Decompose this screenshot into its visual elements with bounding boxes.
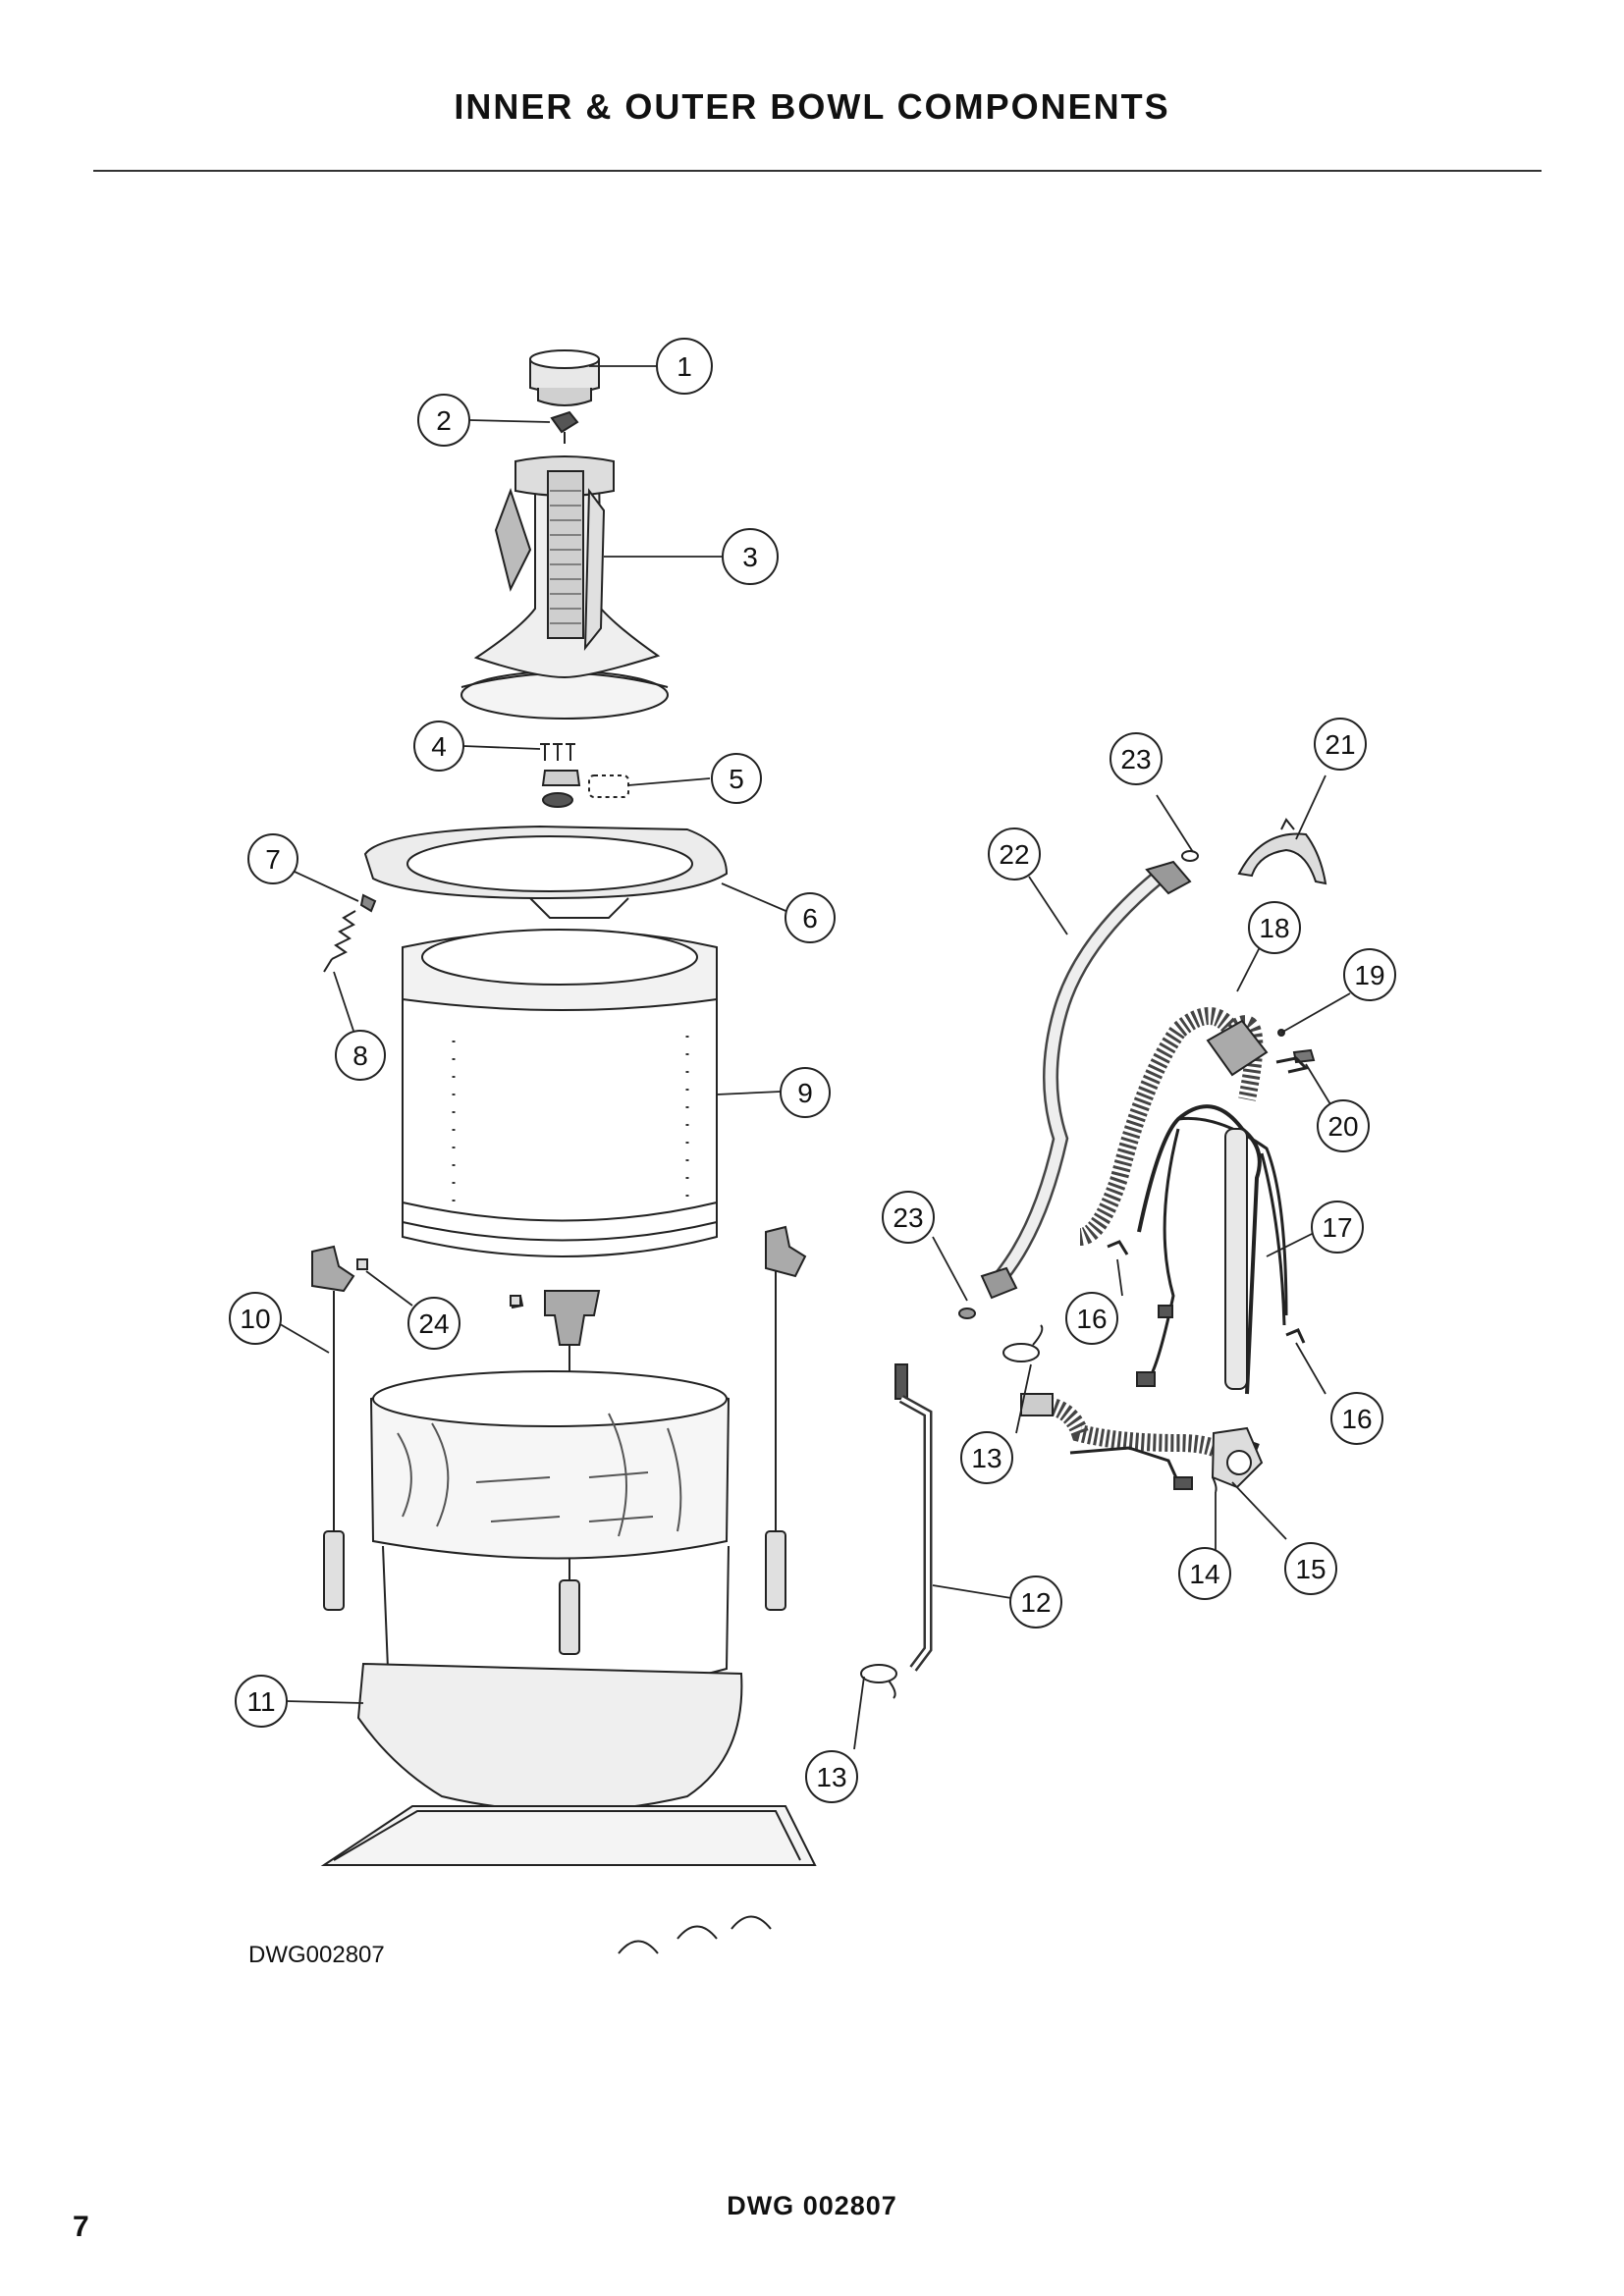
callout-12: 12 — [1009, 1575, 1062, 1629]
svg-text:2: 2 — [436, 405, 452, 436]
callout-4: 4 — [413, 721, 464, 772]
svg-text:8: 8 — [352, 1041, 368, 1071]
part-pump-assembly — [1020, 1393, 1264, 1493]
svg-text:13: 13 — [971, 1443, 1001, 1473]
part-agitator — [460, 455, 669, 720]
part-suspension-rods — [311, 1225, 807, 1655]
callout-8: 8 — [335, 1030, 386, 1081]
title-divider — [93, 170, 1542, 172]
part-cap — [529, 349, 600, 406]
svg-text:22: 22 — [999, 839, 1029, 870]
callout-21: 21 — [1314, 718, 1367, 771]
part-outer-tub — [320, 1370, 817, 1954]
svg-text:4: 4 — [431, 731, 447, 762]
svg-text:20: 20 — [1327, 1111, 1358, 1142]
part-tub-ring — [363, 825, 729, 919]
callout-1: 1 — [656, 338, 713, 395]
part-screws — [540, 743, 575, 761]
callout-23a: 23 — [1110, 732, 1163, 785]
svg-text:21: 21 — [1325, 729, 1355, 760]
page-number: 7 — [73, 2211, 89, 2243]
callout-14: 14 — [1178, 1547, 1231, 1600]
callout-17: 17 — [1311, 1201, 1364, 1254]
part-hose-bracket — [1237, 818, 1327, 885]
callout-19: 19 — [1343, 948, 1396, 1001]
callout-18: 18 — [1248, 901, 1301, 954]
callout-9: 9 — [780, 1067, 831, 1118]
leader-lines — [269, 365, 1351, 1750]
svg-text:16: 16 — [1076, 1304, 1107, 1334]
callouts: 1 2 3 4 5 6 7 8 9 10 11 12 13 13 14 15 1… — [229, 338, 1396, 1803]
svg-text:11: 11 — [246, 1686, 275, 1717]
callout-13b: 13 — [805, 1750, 858, 1803]
svg-text:17: 17 — [1322, 1212, 1352, 1243]
part-inner-basket — [402, 929, 718, 1257]
svg-text:9: 9 — [797, 1078, 813, 1108]
svg-text:23: 23 — [1120, 744, 1151, 774]
part-corrugated-hose — [1078, 1007, 1316, 1246]
callout-20: 20 — [1317, 1099, 1370, 1152]
callout-15: 15 — [1284, 1542, 1337, 1595]
callout-7: 7 — [247, 833, 298, 884]
callout-10: 10 — [229, 1292, 282, 1345]
svg-text:15: 15 — [1295, 1554, 1326, 1584]
svg-text:7: 7 — [265, 844, 281, 875]
svg-text:24: 24 — [418, 1308, 449, 1339]
callout-6: 6 — [785, 892, 836, 943]
svg-text:14: 14 — [1189, 1559, 1219, 1589]
callout-5: 5 — [711, 753, 762, 804]
callout-23b: 23 — [882, 1191, 935, 1244]
part-hose-clamps — [860, 1324, 1044, 1699]
callout-24: 24 — [407, 1297, 460, 1350]
callout-16a: 16 — [1065, 1292, 1118, 1345]
callout-2: 2 — [417, 394, 470, 447]
part-fastener — [550, 410, 579, 444]
svg-text:12: 12 — [1020, 1587, 1051, 1618]
svg-text:10: 10 — [240, 1304, 270, 1334]
part-wire-clips — [1107, 1240, 1306, 1344]
svg-text:23: 23 — [893, 1202, 923, 1233]
footer-drawing-reference: DWG 002807 — [727, 2191, 897, 2220]
svg-text:3: 3 — [742, 542, 758, 572]
svg-text:19: 19 — [1354, 960, 1384, 990]
part-inlet-hose — [958, 850, 1199, 1319]
callout-13a: 13 — [960, 1431, 1013, 1484]
callout-3: 3 — [722, 528, 779, 585]
svg-text:1: 1 — [677, 351, 692, 382]
part-brackets-24 — [356, 1258, 521, 1307]
part-spring — [323, 893, 377, 973]
part-drain-hose — [894, 1363, 933, 1672]
callout-11: 11 — [235, 1675, 288, 1728]
svg-text:13: 13 — [816, 1762, 846, 1792]
part-wire-harness — [1136, 1104, 1288, 1395]
svg-text:5: 5 — [729, 764, 744, 794]
svg-text:16: 16 — [1341, 1404, 1372, 1434]
callout-16b: 16 — [1330, 1392, 1383, 1445]
svg-text:6: 6 — [802, 903, 818, 934]
callout-22: 22 — [988, 828, 1041, 881]
part-coupling — [541, 770, 629, 808]
page-title: INNER & OUTER BOWL COMPONENTS — [454, 86, 1170, 127]
svg-text:18: 18 — [1259, 913, 1289, 943]
part-clip-20 — [1275, 1056, 1309, 1074]
drawing-reference: DWG002807 — [248, 1942, 385, 1968]
